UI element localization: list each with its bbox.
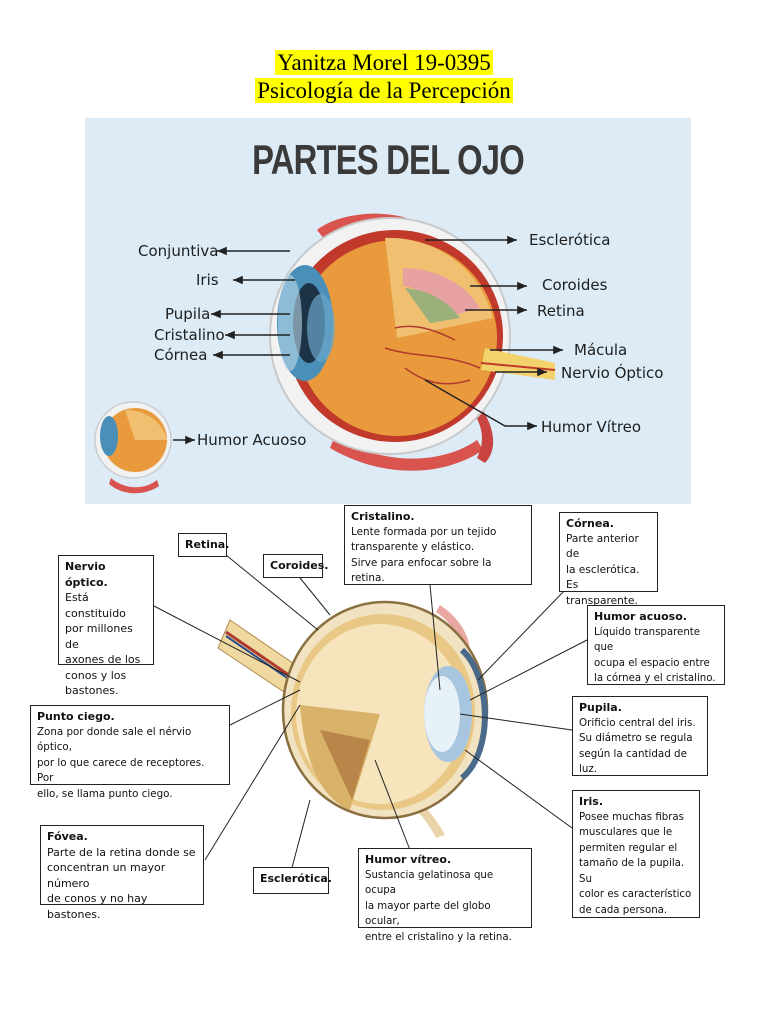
callout-humor-acuoso-title: Humor acuoso. (594, 610, 687, 623)
label-cristalino: Cristalino (154, 326, 225, 344)
callout-text-line: musculares que le (579, 827, 673, 838)
callout-cornea-title: Córnea. (566, 517, 614, 530)
callout-iris-title: Iris. (579, 795, 604, 808)
callout-retina: Retina. (178, 533, 230, 557)
callout-text-line: la mayor parte del globo ocular, (365, 900, 491, 928)
callout-text-line: de cada persona. (579, 904, 668, 916)
label-macula: Mácula (574, 341, 628, 359)
header-name-text: Yanitza Morel 19-0395 (275, 50, 493, 75)
label-humor-vitreo: Humor Vítreo (541, 418, 642, 436)
callout-humor-vitreo: Humor vítreo. Sustancia gelatinosa que o… (358, 848, 532, 943)
callout-text-line: ello, se llama punto ciego. (37, 787, 173, 800)
header-name-line: Yanitza Morel 19-0395 (0, 50, 768, 76)
callout-text-line: Orificio central del iris. (579, 716, 696, 729)
label-retina: Retina (537, 302, 585, 320)
callout-text-line: Zona por donde sale el nérvio óptico, (37, 725, 192, 754)
callout-text-line: permiten regular el (579, 842, 678, 854)
callout-text-line: la esclerótica. (566, 563, 640, 576)
callout-retina-title: Retina. (185, 538, 230, 551)
label-conjuntiva: Conjuntiva (138, 242, 219, 260)
callout-text-line: ocupa el espacio entre (594, 657, 710, 669)
label-humor-acuoso: Humor Acuoso (197, 431, 307, 449)
callout-text-line: por lo que carece de receptores. Por (37, 756, 205, 785)
eye-side-section-illustration (153, 541, 588, 876)
callout-text-line: Su diámetro se regula (579, 732, 693, 744)
callout-text-line: Es transparente. (566, 579, 638, 607)
diagram-title: PARTES DEL OJO (252, 136, 525, 183)
callout-punto-ciego: Punto ciego. Zona por donde sale el nérv… (30, 705, 230, 800)
callout-pupila-title: Pupila. (579, 701, 622, 714)
callout-text-line: Sirve para enfocar sobre la retina. (351, 556, 492, 585)
callout-text-line: la córnea y el cristalino. (594, 673, 716, 684)
header-course-text: Psicología de la Percepción (255, 78, 513, 103)
label-pupila: Pupila (165, 305, 211, 323)
callout-esclerotica-title: Esclerótica. (260, 872, 332, 885)
callout-esclerotica: Esclerótica. (253, 867, 332, 894)
label-esclerotica: Esclerótica (529, 231, 611, 249)
callout-coroides-title: Coroides. (270, 559, 329, 572)
callout-coroides: Coroides. (263, 554, 329, 578)
callout-text-line: entre el cristalino y la retina. (365, 931, 512, 943)
callout-text-line: tamaño de la pupila. Su (579, 858, 685, 885)
callout-text-line: Líquido transparente que (594, 626, 701, 654)
callout-text-line: axones de los (65, 653, 141, 666)
callout-text-line: de conos y no hay bastones. (47, 892, 148, 921)
callout-text-line: Sustancia gelatinosa que ocupa (365, 869, 494, 897)
callout-fovea: Fóvea. Parte de la retina donde se conce… (40, 825, 204, 921)
label-cornea: Córnea (154, 346, 208, 364)
callout-text-line: transparente y elástico. (351, 541, 475, 553)
callout-text-line: Posee muchas fibras (579, 811, 684, 823)
callout-nervio-optico-title: Nervio óptico. (65, 560, 108, 589)
callout-text-line: concentran un mayor número (47, 861, 166, 890)
callout-humor-acuoso: Humor acuoso. Líquido transparente que o… (587, 605, 725, 685)
callout-pupila: Pupila. Orificio central del iris. Su di… (572, 696, 708, 776)
callout-punto-ciego-title: Punto ciego. (37, 710, 115, 723)
callout-cristalino: Cristalino. Lente formada por un tejido … (344, 505, 532, 585)
callout-text-line: Parte anterior de (566, 532, 639, 561)
callout-text-line: color es característico (579, 889, 692, 900)
callout-fovea-title: Fóvea. (47, 830, 88, 843)
label-iris: Iris (196, 271, 219, 289)
callout-humor-vitreo-title: Humor vítreo. (365, 853, 452, 866)
label-coroides: Coroides (542, 276, 608, 294)
eye-cross-section-illustration (94, 213, 563, 494)
callout-text-line: Parte de la retina donde se (47, 845, 196, 859)
callout-text-line: conos y los (65, 668, 127, 682)
callout-text-line: Está constituido (65, 591, 126, 620)
callout-text-line: por millones de (65, 622, 133, 651)
label-nervio-optico: Nervio Óptico (561, 364, 664, 382)
callout-nervio-optico: Nervio óptico. Está constituido por mill… (58, 555, 154, 697)
callout-cristalino-title: Cristalino. (351, 510, 415, 523)
callout-cornea: Córnea. Parte anterior de la esclerótica… (559, 512, 658, 607)
callout-text-line: bastones. (65, 684, 119, 697)
header-course-line: Psicología de la Percepción (0, 78, 768, 104)
callout-text-line: Lente formada por un tejido (351, 525, 497, 538)
callout-iris: Iris. Posee muchas fibras musculares que… (572, 790, 700, 918)
top-eye-diagram: PARTES DEL OJO (85, 118, 691, 504)
callout-text-line: según la cantidad de luz. (579, 747, 687, 776)
